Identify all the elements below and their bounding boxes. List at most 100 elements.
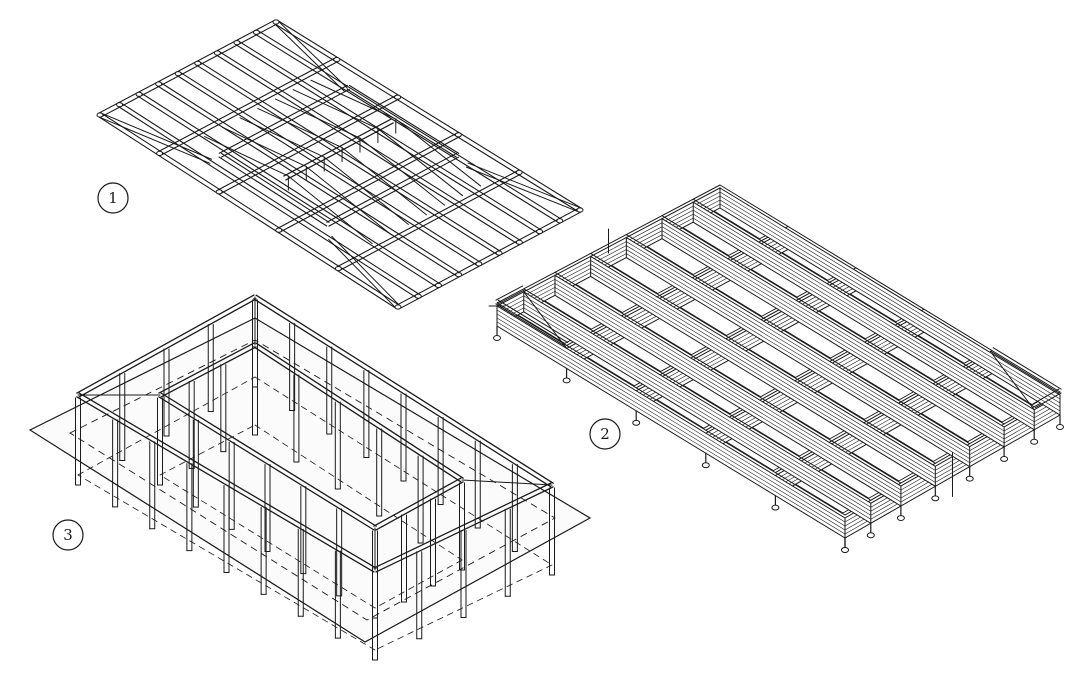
roof-grid-beam: [100, 112, 400, 306]
roof-grid-beam: [156, 85, 459, 278]
roof-grid-beam: [196, 64, 499, 256]
floor-beam-top: [661, 215, 1005, 425]
floor-beam-hatch: [496, 309, 846, 523]
floor-beam-top: [590, 252, 936, 464]
roof-truss-brace: [305, 166, 391, 235]
floor-footing: [1000, 456, 1009, 462]
roof-joint: [394, 94, 402, 100]
roof-joint: [434, 282, 442, 289]
floor-beam-hatch: [523, 295, 872, 508]
roof-corner-brace: [465, 166, 580, 213]
outer-wall-top-plate: [78, 298, 257, 398]
inner-wall-sill: [374, 559, 463, 609]
roof-corner-brace: [277, 19, 348, 89]
floor-beam-hatch: [496, 317, 846, 531]
roof-joint: [215, 189, 223, 195]
inner-wall-sill: [254, 424, 463, 561]
floor-footing: [896, 515, 905, 521]
roof-joint: [495, 250, 503, 256]
floor-corner-brace: [1034, 392, 1062, 409]
floor-beam-hatch: [496, 321, 846, 535]
roof-ridge-frame: [218, 156, 328, 227]
roof-grid-beam: [279, 136, 460, 233]
roof-corner-brace: [467, 162, 582, 209]
floor-beam-hatch: [590, 272, 936, 483]
figure-label-3-text: 3: [63, 526, 73, 544]
roof-grid-beam: [219, 98, 400, 195]
floor-footing: [632, 419, 641, 426]
roof-ridge-frame: [220, 152, 330, 223]
outer-wall-top-plate: [78, 392, 377, 569]
roof-corner-brace: [100, 112, 213, 160]
floor-beam-hatch: [626, 253, 971, 463]
roof-grid-beam: [178, 71, 481, 263]
roof-ridge-frame: [348, 84, 460, 154]
roof-joint: [116, 102, 124, 108]
floor-footing: [1056, 424, 1064, 430]
floor-beam-hatch: [692, 205, 1035, 415]
roof-grid-beam: [176, 74, 479, 267]
floor-beam-hatch: [661, 234, 1005, 444]
floor-beam-hatch: [626, 249, 971, 459]
roof-truss-brace: [310, 79, 397, 120]
roof-ridge-frame: [328, 156, 460, 227]
floor-beam-hatch: [692, 213, 1035, 423]
outer-wall-top-plate: [373, 482, 552, 569]
floor-beam-hatch: [496, 313, 846, 527]
floor-corner-brace: [992, 347, 1062, 390]
inner-wall-top-plate: [255, 342, 464, 479]
floor-beam-hatch: [523, 303, 872, 516]
roof-joint: [156, 150, 164, 156]
floor-footing: [771, 504, 780, 511]
roof-joint: [454, 132, 462, 138]
inner-wall-sill: [159, 474, 376, 609]
roof-joint: [272, 19, 280, 25]
roof-grid-beam: [217, 94, 398, 191]
floor-beam-hatch: [692, 209, 1035, 419]
outer-wall-top-plate: [76, 396, 375, 573]
roof-grid-beam: [336, 169, 519, 268]
roof-corner-brace: [98, 116, 211, 164]
wall-base-plate: [28, 317, 592, 643]
floor-corner-brace: [1032, 388, 1060, 405]
floor-footing: [1030, 438, 1039, 445]
roof-joint: [96, 112, 104, 118]
roof-joint: [475, 261, 483, 267]
floor-beam-hatch: [554, 283, 902, 495]
floor-beam-hatch: [590, 260, 936, 471]
outer-wall-top-plate: [255, 294, 554, 484]
floor-beam-hatch: [590, 264, 936, 475]
roof-joint: [334, 266, 342, 272]
figure-label-2: 2: [589, 418, 621, 450]
roof-ridge-frame: [346, 88, 457, 158]
floor-footing: [493, 335, 501, 341]
roof-ridge-beam: [285, 122, 394, 181]
roof-corner-brace: [273, 23, 345, 92]
roof-truss-brace: [341, 147, 427, 216]
roof-grid-beam: [277, 132, 458, 229]
outer-wall-sill: [77, 474, 376, 651]
roof-grid-beam: [160, 60, 339, 156]
floor-corner-brace: [991, 353, 1035, 411]
inner-wall-top-plate: [160, 392, 377, 527]
floor-beam-hatch: [554, 291, 902, 503]
roof-joint: [333, 57, 341, 63]
roof-truss-brace: [274, 98, 361, 139]
inner-wall-top-plate: [158, 342, 255, 394]
roof-joint: [556, 218, 564, 224]
inner-wall-top-plate: [158, 396, 375, 531]
roof-ridge-frame: [326, 152, 458, 223]
floor-footing: [931, 495, 940, 502]
floor-footing: [841, 547, 849, 553]
roof-joint: [194, 60, 202, 66]
roof-grid-beam: [257, 29, 562, 220]
outer-wall-sill: [77, 376, 256, 476]
roof-grid-beam: [276, 19, 582, 209]
floor-beam-hatch: [719, 191, 1061, 400]
roof-grid-beam: [158, 57, 337, 153]
floor-corner-brace: [495, 303, 566, 347]
roof-truss-brace: [323, 156, 409, 225]
roof-grid-beam: [215, 54, 519, 245]
roof-truss-brace: [287, 175, 373, 245]
floor-beam-hatch: [661, 222, 1005, 432]
